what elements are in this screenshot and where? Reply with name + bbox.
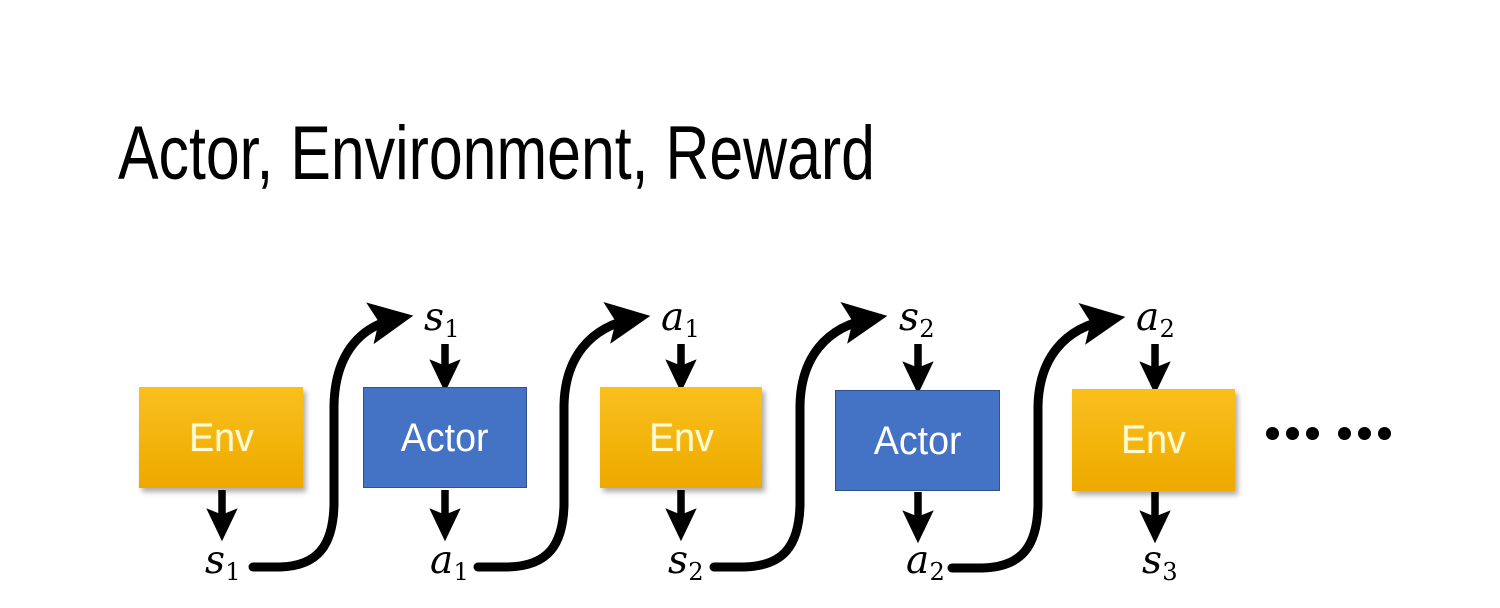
node-label: Actor: [401, 415, 489, 460]
label-top-a2: a2: [1136, 295, 1175, 341]
node-actor-1[interactable]: Actor: [363, 387, 527, 488]
label-bottom-s3: s3: [1142, 538, 1178, 584]
label-base: a: [906, 538, 930, 583]
label-sub: 1: [453, 558, 469, 587]
node-label: Env: [1121, 418, 1186, 462]
label-base: s: [1142, 538, 1163, 583]
label-bottom-s2: s2: [668, 538, 704, 584]
label-top-a1: a1: [661, 295, 700, 341]
down-arrows-out-of-boxes: [206, 490, 1171, 544]
label-sub: 2: [929, 558, 945, 587]
down-arrows-into-boxes: [429, 344, 1171, 395]
label-sub: 1: [684, 315, 700, 344]
ellipsis-dot: [1306, 427, 1319, 440]
node-label: Env: [648, 415, 714, 460]
label-sub: 3: [1162, 558, 1178, 587]
ellipsis-dot: [1266, 427, 1279, 440]
node-label: Env: [188, 415, 254, 460]
label-top-s2: s2: [899, 295, 935, 341]
label-sub: 1: [444, 315, 460, 344]
node-actor-2[interactable]: Actor: [835, 390, 1000, 491]
label-bottom-a1: a1: [430, 538, 469, 584]
node-env-3[interactable]: Env: [1072, 389, 1235, 491]
node-env-2[interactable]: Env: [600, 387, 762, 488]
label-sub: 2: [919, 315, 935, 344]
label-base: a: [430, 538, 454, 583]
label-base: s: [899, 295, 920, 340]
ellipsis-continuation: [1266, 427, 1391, 440]
node-env-1[interactable]: Env: [139, 387, 303, 488]
label-base: s: [424, 295, 445, 340]
label-top-s1: s1: [424, 295, 460, 341]
label-base: s: [668, 538, 689, 583]
label-bottom-a2: a2: [906, 538, 945, 584]
label-base: s: [205, 538, 226, 583]
page-title: Actor, Environment, Reward: [118, 111, 875, 196]
node-label: Actor: [873, 418, 962, 463]
label-sub: 1: [225, 558, 241, 587]
ellipsis-dot: [1286, 427, 1299, 440]
ellipsis-dot: [1378, 427, 1391, 440]
ellipsis-dot: [1358, 427, 1371, 440]
label-sub: 2: [688, 558, 704, 587]
label-base: a: [1136, 295, 1160, 340]
label-sub: 2: [1159, 315, 1175, 344]
label-base: a: [661, 295, 685, 340]
label-bottom-s1: s1: [205, 538, 241, 584]
ellipsis-dot: [1338, 427, 1351, 440]
